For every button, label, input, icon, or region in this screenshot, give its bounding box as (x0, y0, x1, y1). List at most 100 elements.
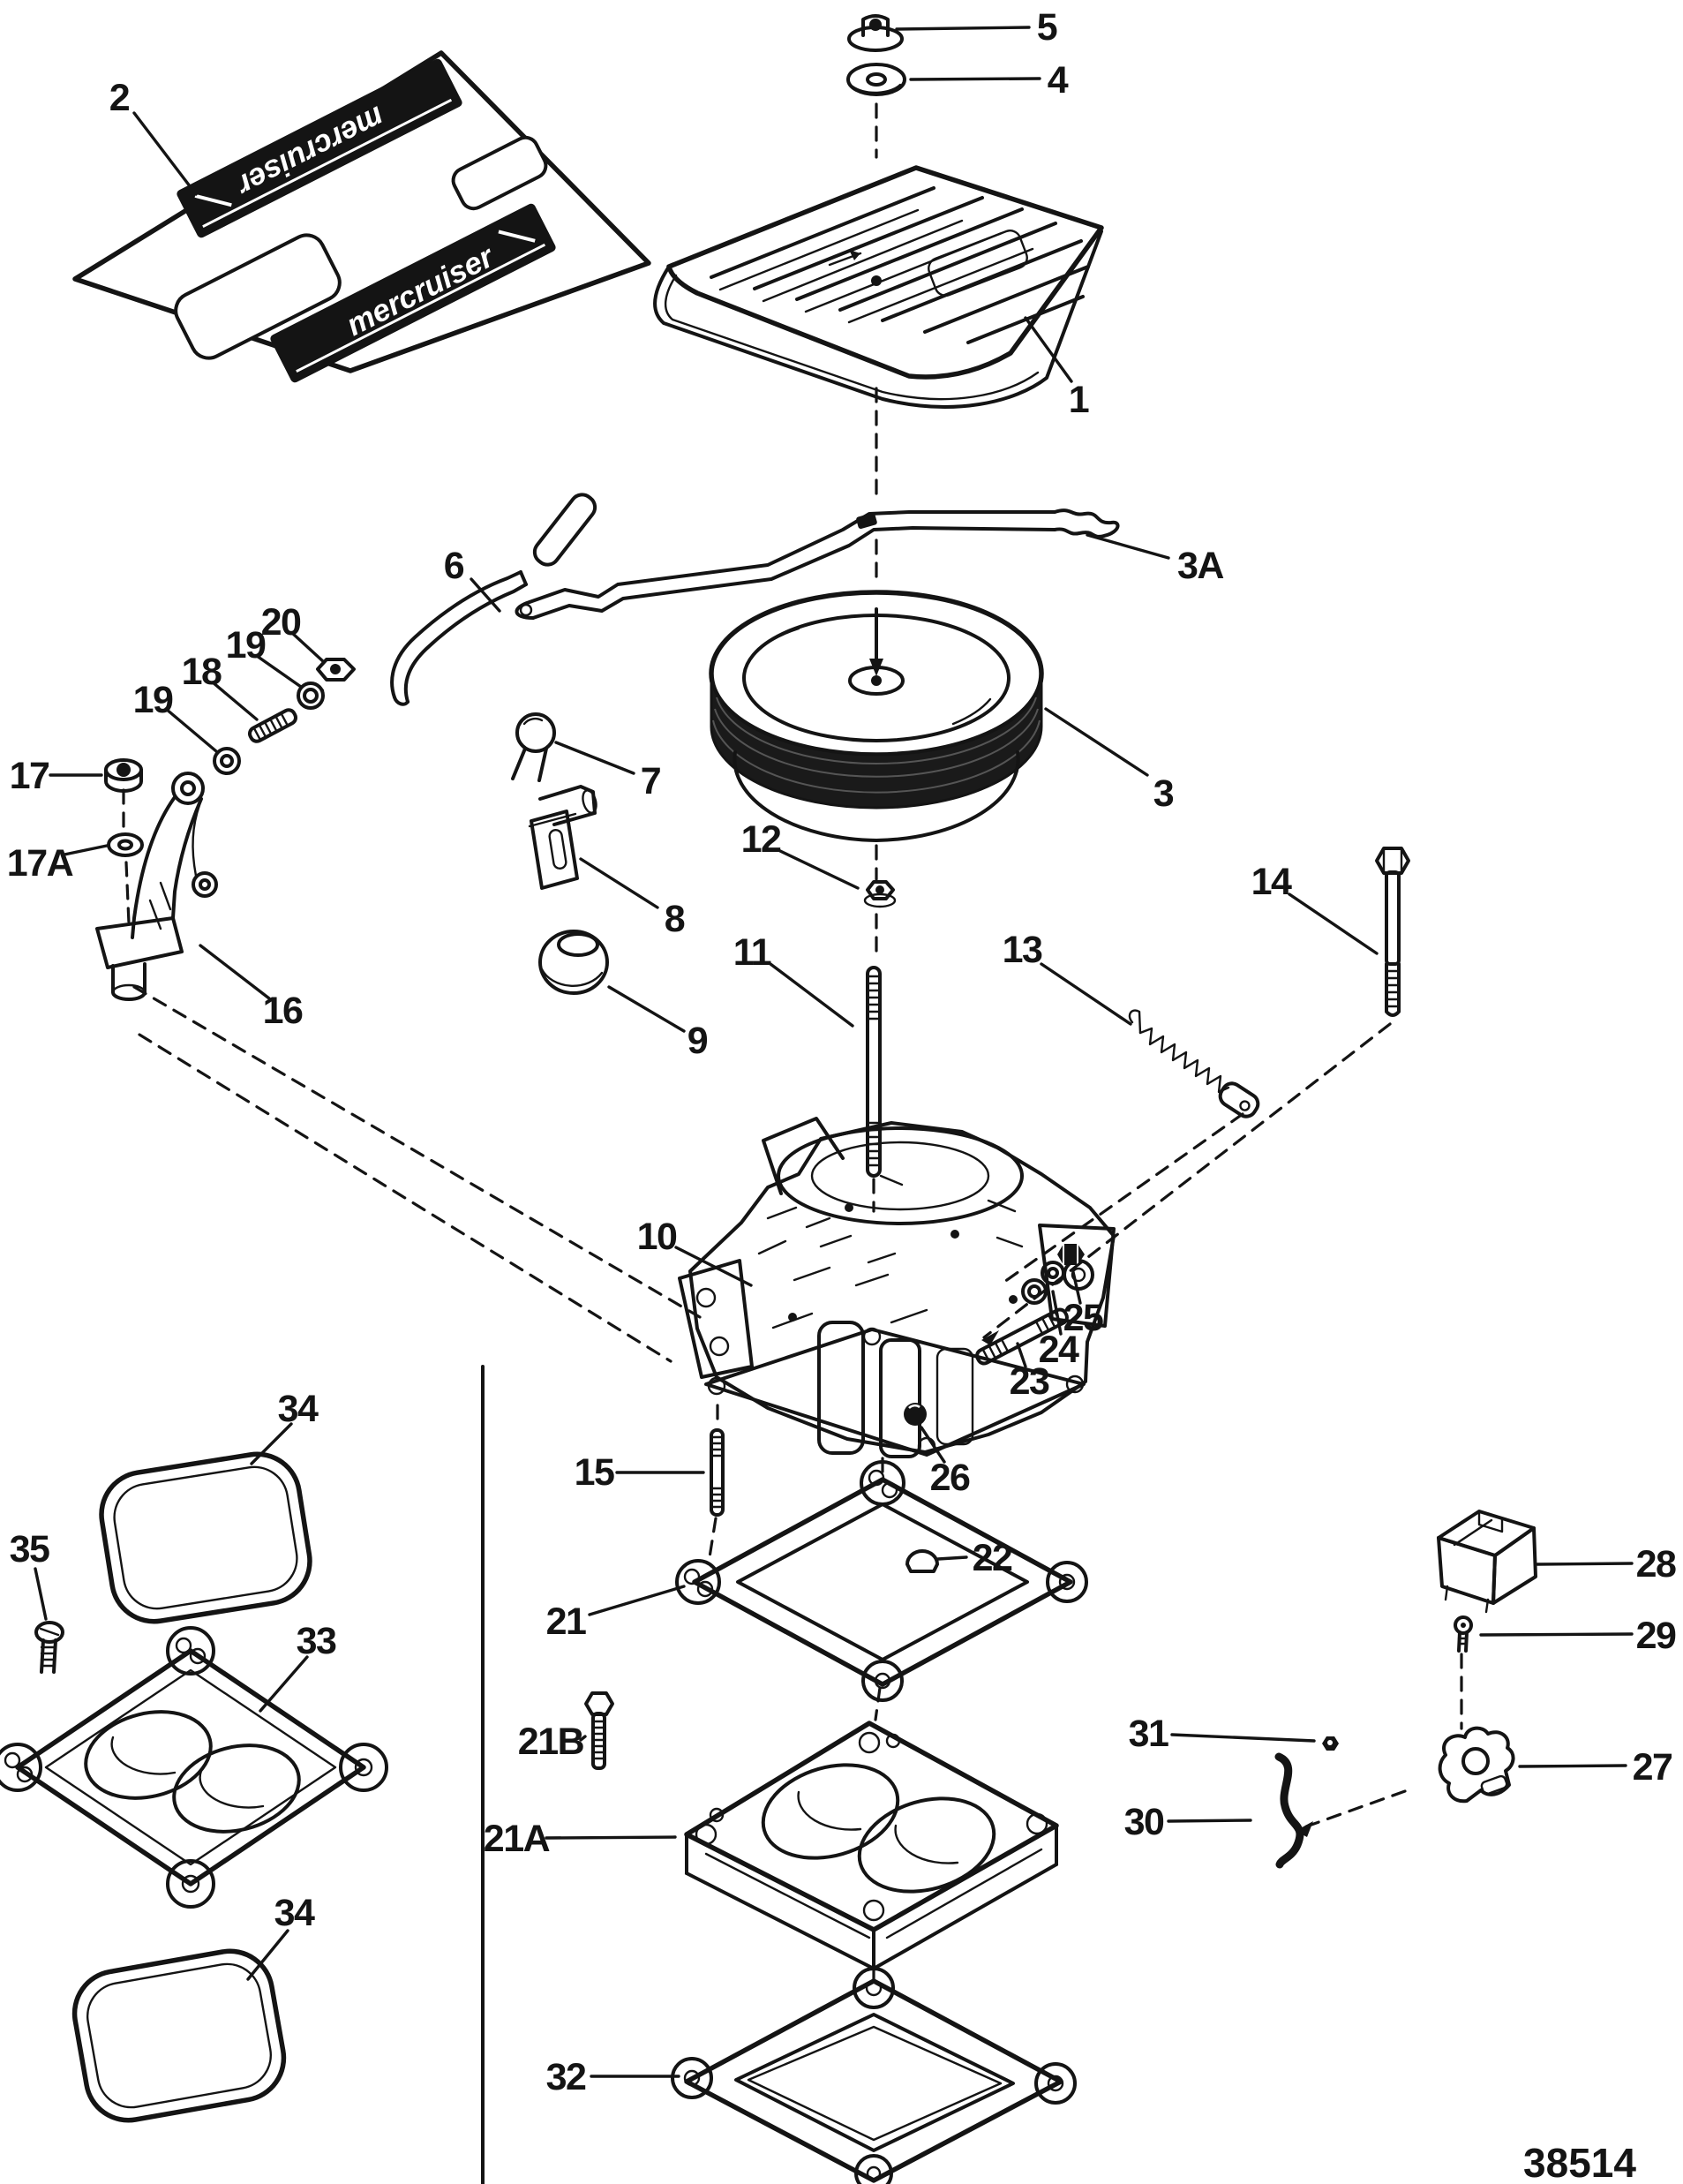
stud-18 (247, 708, 298, 743)
part-label-21A: 21A (484, 1818, 550, 1860)
decal-sheet: mercruiser mercruiser (72, 50, 651, 383)
leader-line-17A (63, 844, 109, 856)
leader-line-19 (164, 707, 218, 753)
hex-nut-12 (863, 880, 897, 908)
leader-line-9 (607, 985, 686, 1033)
part-label-9: 9 (687, 1020, 708, 1062)
vent-hose (390, 493, 597, 706)
leader-line-29 (1479, 1632, 1634, 1637)
part-label-11: 11 (733, 931, 771, 974)
leader-line-24 (1051, 1290, 1063, 1336)
part-label-35: 35 (10, 1528, 49, 1570)
lock-washer-19-upper (297, 682, 325, 710)
leader-line-7 (554, 741, 635, 775)
decal-stripe-top: mercruiser (177, 58, 462, 238)
leader-line-31 (1170, 1733, 1316, 1743)
leader-line-6 (470, 577, 501, 613)
part-label-19: 19 (226, 624, 266, 666)
flange-nut-17 (104, 758, 143, 793)
leader-line-8 (579, 857, 659, 909)
leader-line-19 (255, 654, 303, 689)
leader-line-13 (1040, 962, 1132, 1026)
air-cleaner-cover (652, 165, 1104, 409)
part-label-25: 25 (1063, 1297, 1103, 1339)
part-label-29: 29 (1636, 1615, 1676, 1657)
choke-rod-30 (1274, 1752, 1304, 1869)
support-bracket (95, 772, 218, 1001)
leader-line-18 (211, 681, 259, 721)
leader-line-3A (1086, 533, 1170, 560)
carburetor-gasket-21 (675, 1460, 1088, 1702)
stud-15 (710, 1428, 725, 1517)
leader-line-12 (777, 848, 860, 890)
part-label-19: 19 (133, 679, 173, 721)
leader-line-33 (259, 1655, 309, 1713)
washer-19-lower (213, 747, 241, 775)
part-label-15: 15 (575, 1451, 614, 1494)
leader-line-21A (545, 1835, 677, 1840)
leader-line-28 (1536, 1562, 1634, 1566)
cable-clamp-27 (1438, 1726, 1515, 1804)
part-label-18: 18 (182, 651, 222, 693)
bolt-21B (584, 1691, 614, 1770)
part-label-23: 23 (1010, 1360, 1049, 1403)
part-label-27: 27 (1633, 1746, 1672, 1789)
flange-nut-5 (847, 14, 904, 52)
part-label-20: 20 (261, 601, 301, 644)
leader-line-10 (674, 1246, 753, 1287)
carburetor-body (678, 1117, 1116, 1458)
part-label-7: 7 (641, 760, 661, 802)
part-label-1: 1 (1069, 379, 1089, 421)
leader-line-20 (290, 631, 326, 664)
rubber-cap-9 (538, 930, 609, 995)
leader-line-22 (936, 1555, 968, 1561)
part-label-22: 22 (973, 1537, 1012, 1579)
hex-nut-20 (316, 658, 356, 682)
bowl-gasket-34-lower (71, 1948, 287, 2123)
leader-line-34 (250, 1422, 293, 1465)
check-ball-26 (904, 1403, 927, 1426)
elbow-fitting-8 (528, 785, 597, 890)
throttle-spring-13 (1128, 1009, 1260, 1118)
base-gasket-32 (671, 1967, 1077, 2184)
decal-cutout-small (451, 135, 548, 211)
part-label-30: 30 (1124, 1801, 1164, 1843)
hex-nut-25 (1057, 1244, 1085, 1265)
part-label-12: 12 (741, 818, 781, 861)
spring-clip-7 (511, 712, 556, 782)
part-label-10: 10 (637, 1216, 677, 1258)
part-label-4: 4 (1048, 59, 1069, 102)
leader-line-21B (579, 1735, 587, 1742)
leader-line-11 (769, 962, 854, 1028)
decal-cutout-large (174, 233, 342, 360)
leader-line-14 (1288, 892, 1379, 955)
part-label-8: 8 (665, 898, 685, 940)
part-label-13: 13 (1003, 929, 1042, 971)
part-label-34: 34 (274, 1892, 315, 1934)
leader-line-35 (34, 1567, 48, 1621)
part-label-2: 2 (109, 77, 130, 119)
part-label-34: 34 (278, 1388, 319, 1430)
leader-line-26 (920, 1426, 946, 1464)
leader-line-3 (1044, 707, 1149, 777)
part-label-24: 24 (1039, 1329, 1079, 1371)
part-label-17: 17 (10, 755, 49, 797)
part-label-3A: 3A (1177, 545, 1223, 587)
part-label-21B: 21B (518, 1721, 584, 1763)
bowl-gasket-34-upper (99, 1451, 312, 1624)
part-label-26: 26 (930, 1457, 970, 1499)
lock-washer-24 (1021, 1261, 1065, 1305)
part-label-21: 21 (546, 1600, 586, 1643)
leader-line-5 (895, 26, 1031, 31)
part-label-17A: 17A (7, 842, 73, 885)
part-label-3: 3 (1153, 772, 1174, 815)
throttle-spacer-21A (684, 1721, 1059, 1970)
screw-29 (1454, 1615, 1473, 1653)
cover-retainer-strap (515, 508, 1120, 620)
part-label-31: 31 (1129, 1713, 1168, 1755)
part-label-6: 6 (444, 545, 464, 587)
flame-arrestor (709, 590, 1044, 842)
leader-line-23 (1016, 1342, 1027, 1368)
